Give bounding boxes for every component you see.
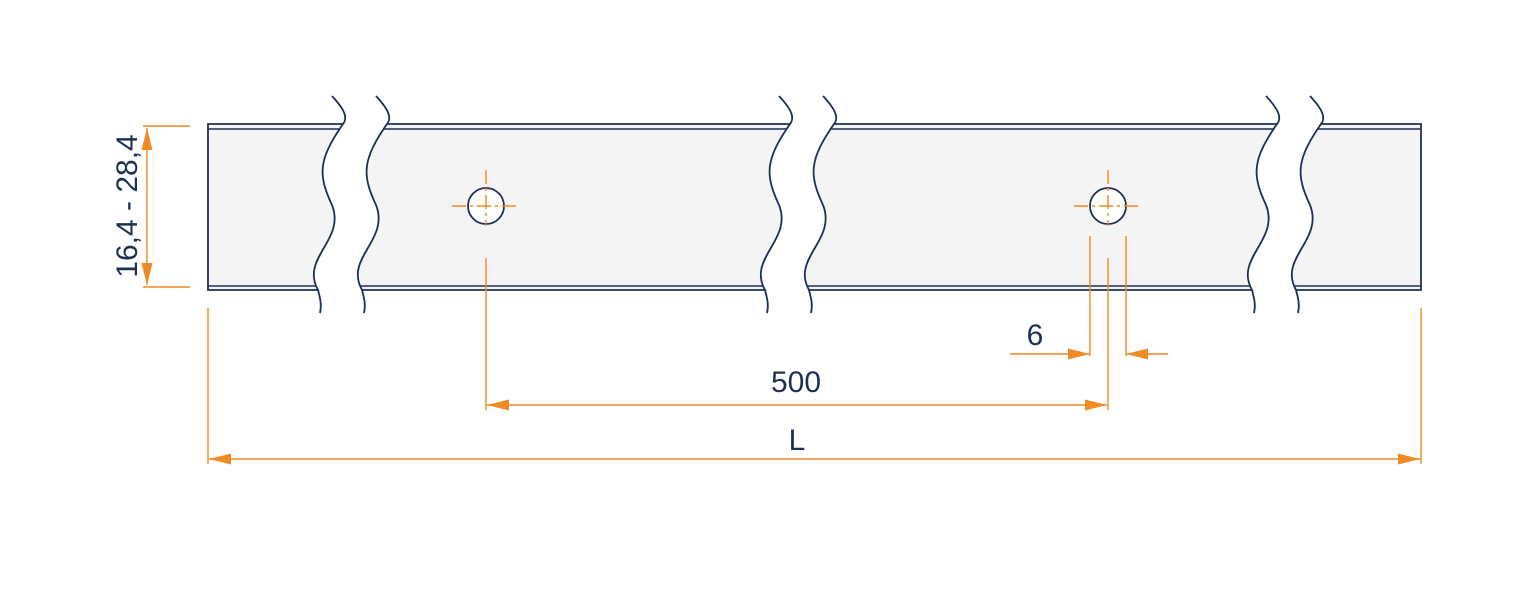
length-dimension (207, 308, 1422, 465)
hole-diameter-dimension (1010, 236, 1168, 360)
rail-segment-middle (356, 123, 792, 291)
rail-body (207, 95, 1422, 314)
break-lines (317, 95, 1325, 314)
hole-diameter-label: 6 (1027, 319, 1044, 352)
rail-segment-right (803, 123, 1279, 291)
hole-pitch-label: 500 (771, 366, 821, 399)
rail-segment-left (207, 123, 345, 291)
height-dimension (141, 125, 190, 288)
rail-inner-edges (208, 128, 1421, 287)
length-label: L (789, 424, 806, 457)
height-range-label: 16,4 - 28,4 (111, 134, 144, 277)
hole-pitch-dimension (485, 258, 1109, 411)
rail-segment-end (1290, 123, 1422, 291)
center-marks (452, 170, 1142, 226)
